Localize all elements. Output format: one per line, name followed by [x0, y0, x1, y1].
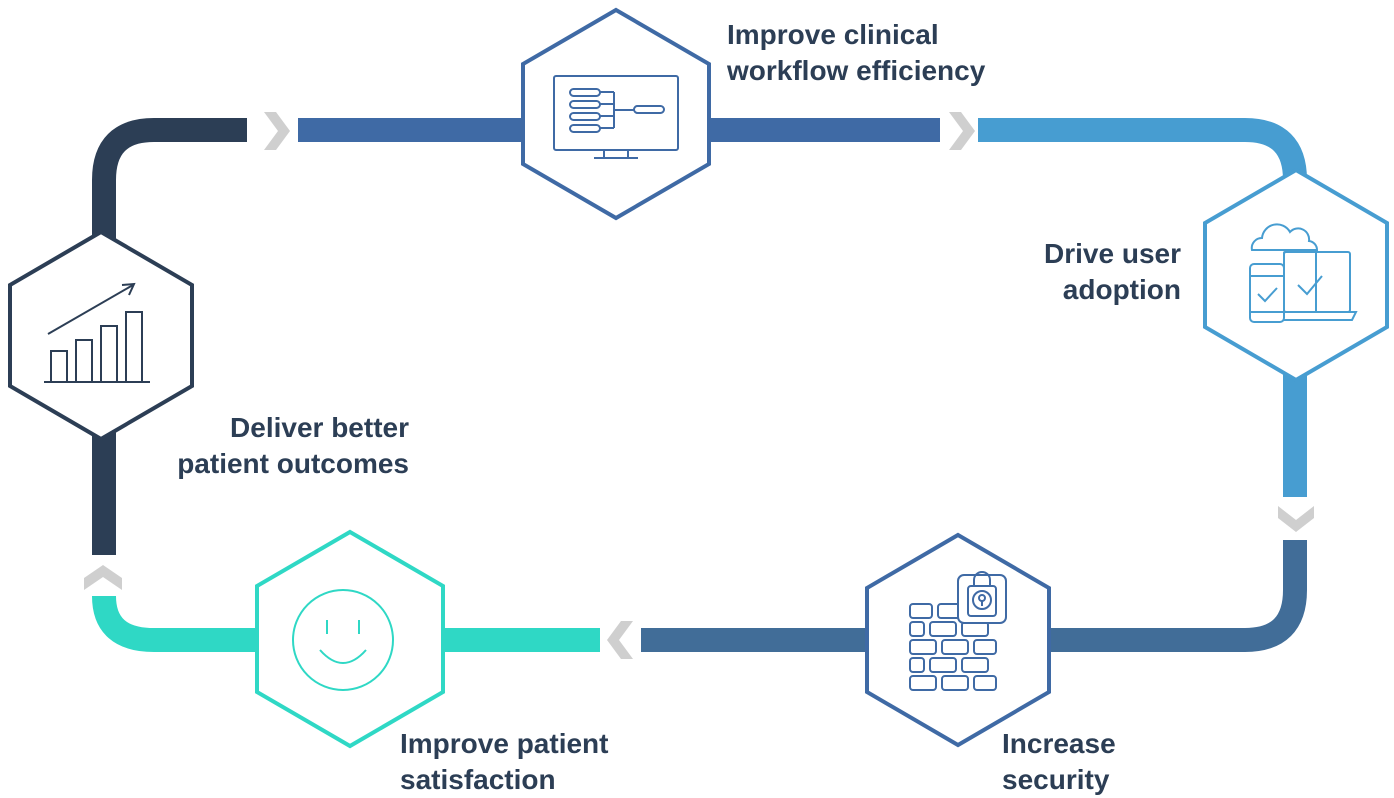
step-label-outcomes: Deliver better patient outcomes: [177, 410, 409, 482]
step-label-workflow: Improve clinical workflow efficiency: [727, 17, 985, 89]
step-label-line: workflow efficiency: [727, 55, 986, 86]
chevron-right-icon: [949, 112, 975, 150]
step-label-adoption: Drive user adoption: [1044, 236, 1181, 308]
step-label-line: Drive user: [1044, 238, 1181, 269]
step-label-line: Improve clinical: [727, 19, 939, 50]
firewall-lock-icon: [909, 571, 1007, 691]
chevron-up-icon: [84, 565, 122, 590]
step-label-security: Increase security: [1002, 726, 1116, 798]
hexagon-security: [865, 532, 1051, 748]
hexagon-workflow: [521, 7, 711, 221]
smiley-face-icon: [292, 589, 394, 691]
hexagon-adoption: [1203, 167, 1389, 383]
step-label-line: patient outcomes: [177, 448, 409, 479]
chevron-right-icon: [264, 112, 290, 150]
step-label-line: adoption: [1062, 274, 1181, 305]
hexagon-satisfaction: [255, 529, 445, 749]
hexagon-outcomes: [8, 229, 194, 442]
chevron-left-icon: [607, 621, 633, 659]
step-label-line: Deliver better: [230, 412, 409, 443]
cloud-devices-check-icon: [1249, 223, 1358, 323]
cycle-path-teal: [92, 595, 600, 652]
cycle-path-steel-blue: [641, 540, 1307, 652]
growth-bar-chart-icon: [44, 282, 150, 383]
step-label-line: satisfaction: [400, 764, 556, 795]
step-label-line: Improve patient: [400, 728, 609, 759]
step-label-line: security: [1002, 764, 1110, 795]
chevron-down-icon: [1278, 506, 1314, 532]
flowchart-monitor-icon: [553, 75, 679, 159]
step-label-satisfaction: Improve patient satisfaction: [400, 726, 608, 798]
cycle-path-navy: [92, 118, 247, 555]
step-label-line: Increase: [1002, 728, 1116, 759]
